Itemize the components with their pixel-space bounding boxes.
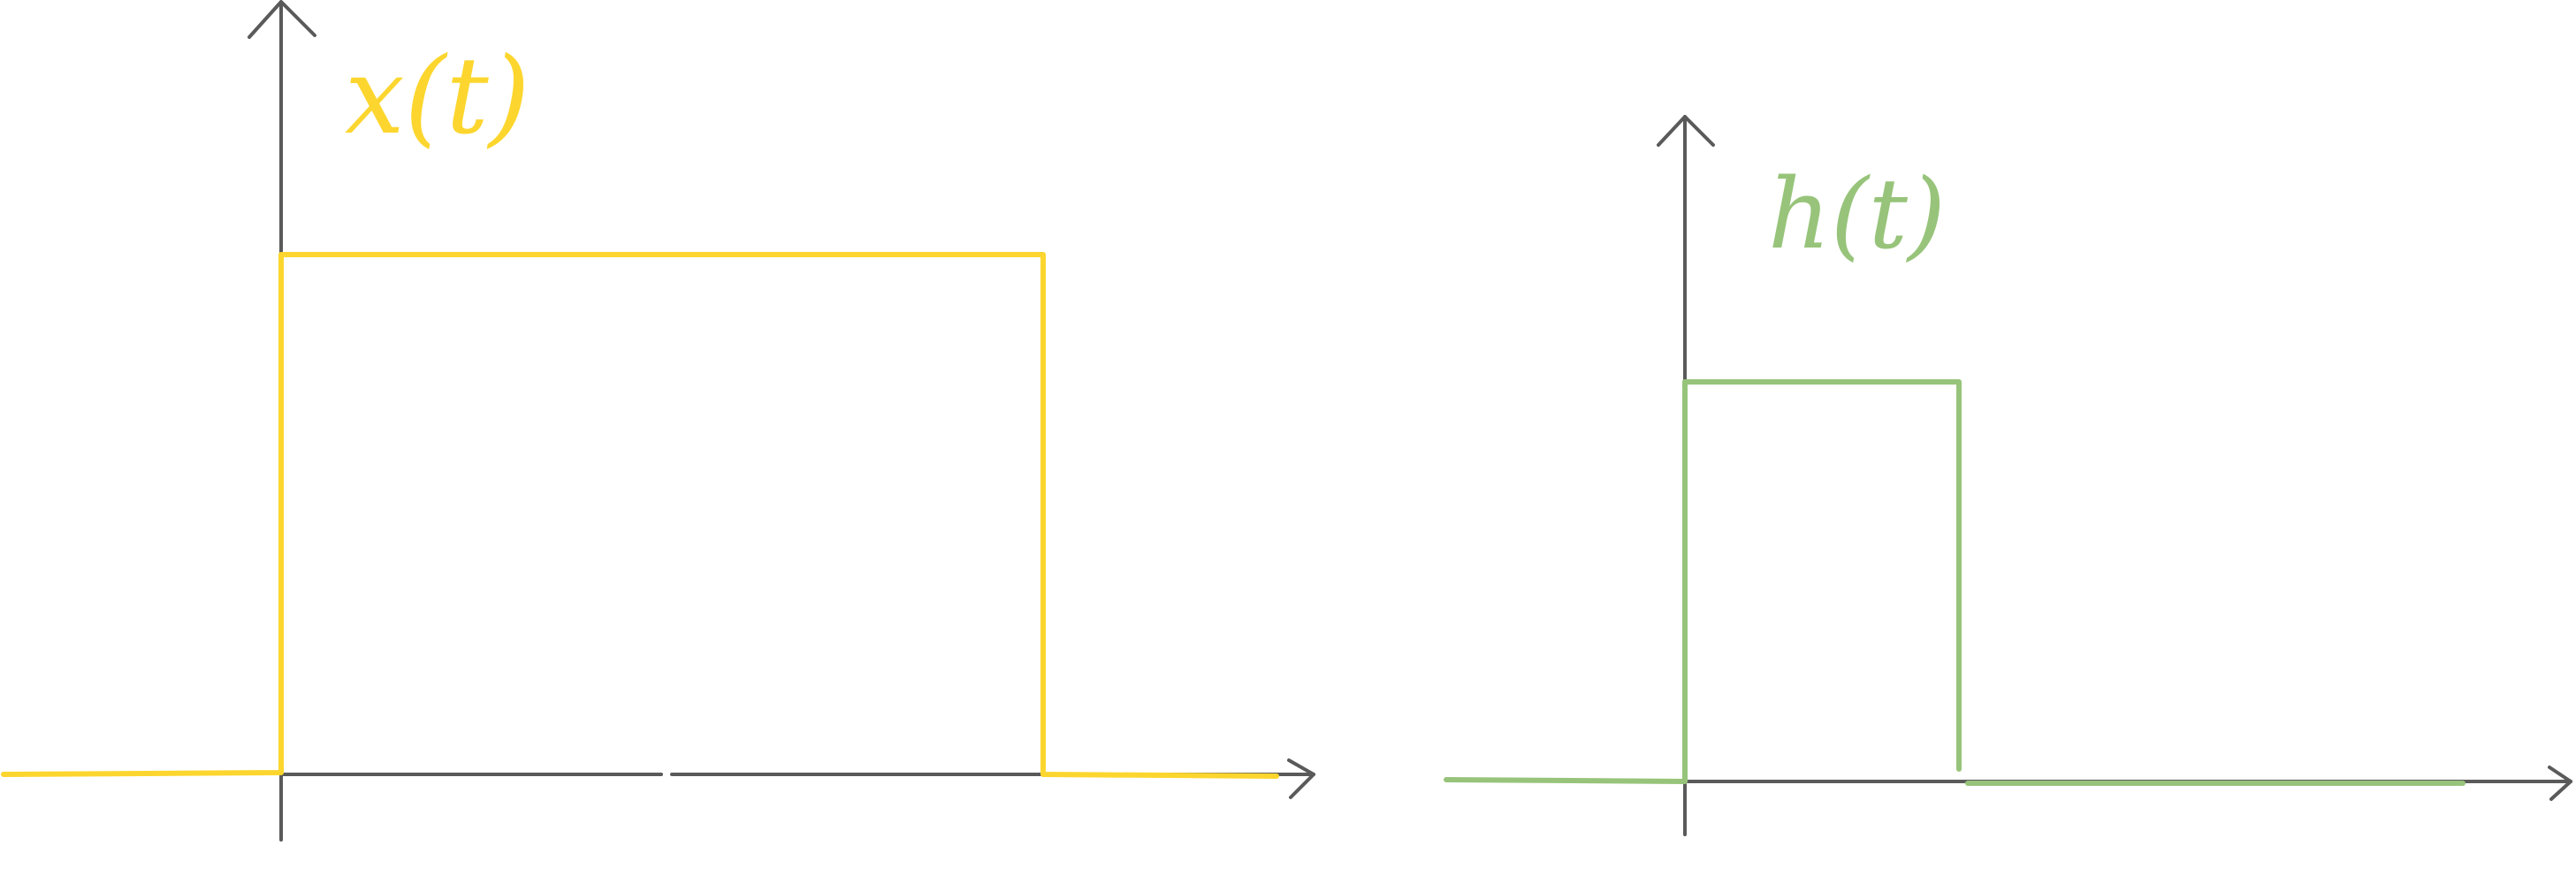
h-plot-horizontal-arrowhead-icon <box>2548 766 2572 801</box>
plot-x: x(t) <box>1 0 1315 842</box>
h-signal-pulse <box>1444 379 1962 784</box>
plot-h: h(t) <box>1444 115 2572 836</box>
x-signal-label: x(t) <box>345 35 530 158</box>
h-signal-label: h(t) <box>1768 157 1946 271</box>
x-plot-horizontal-arrowhead-icon <box>1287 758 1315 799</box>
x-plot-vertical-arrowhead-icon <box>248 0 316 39</box>
h-plot-vertical-arrowhead-icon <box>1657 115 1715 147</box>
x-signal-pulse <box>1 252 1279 779</box>
